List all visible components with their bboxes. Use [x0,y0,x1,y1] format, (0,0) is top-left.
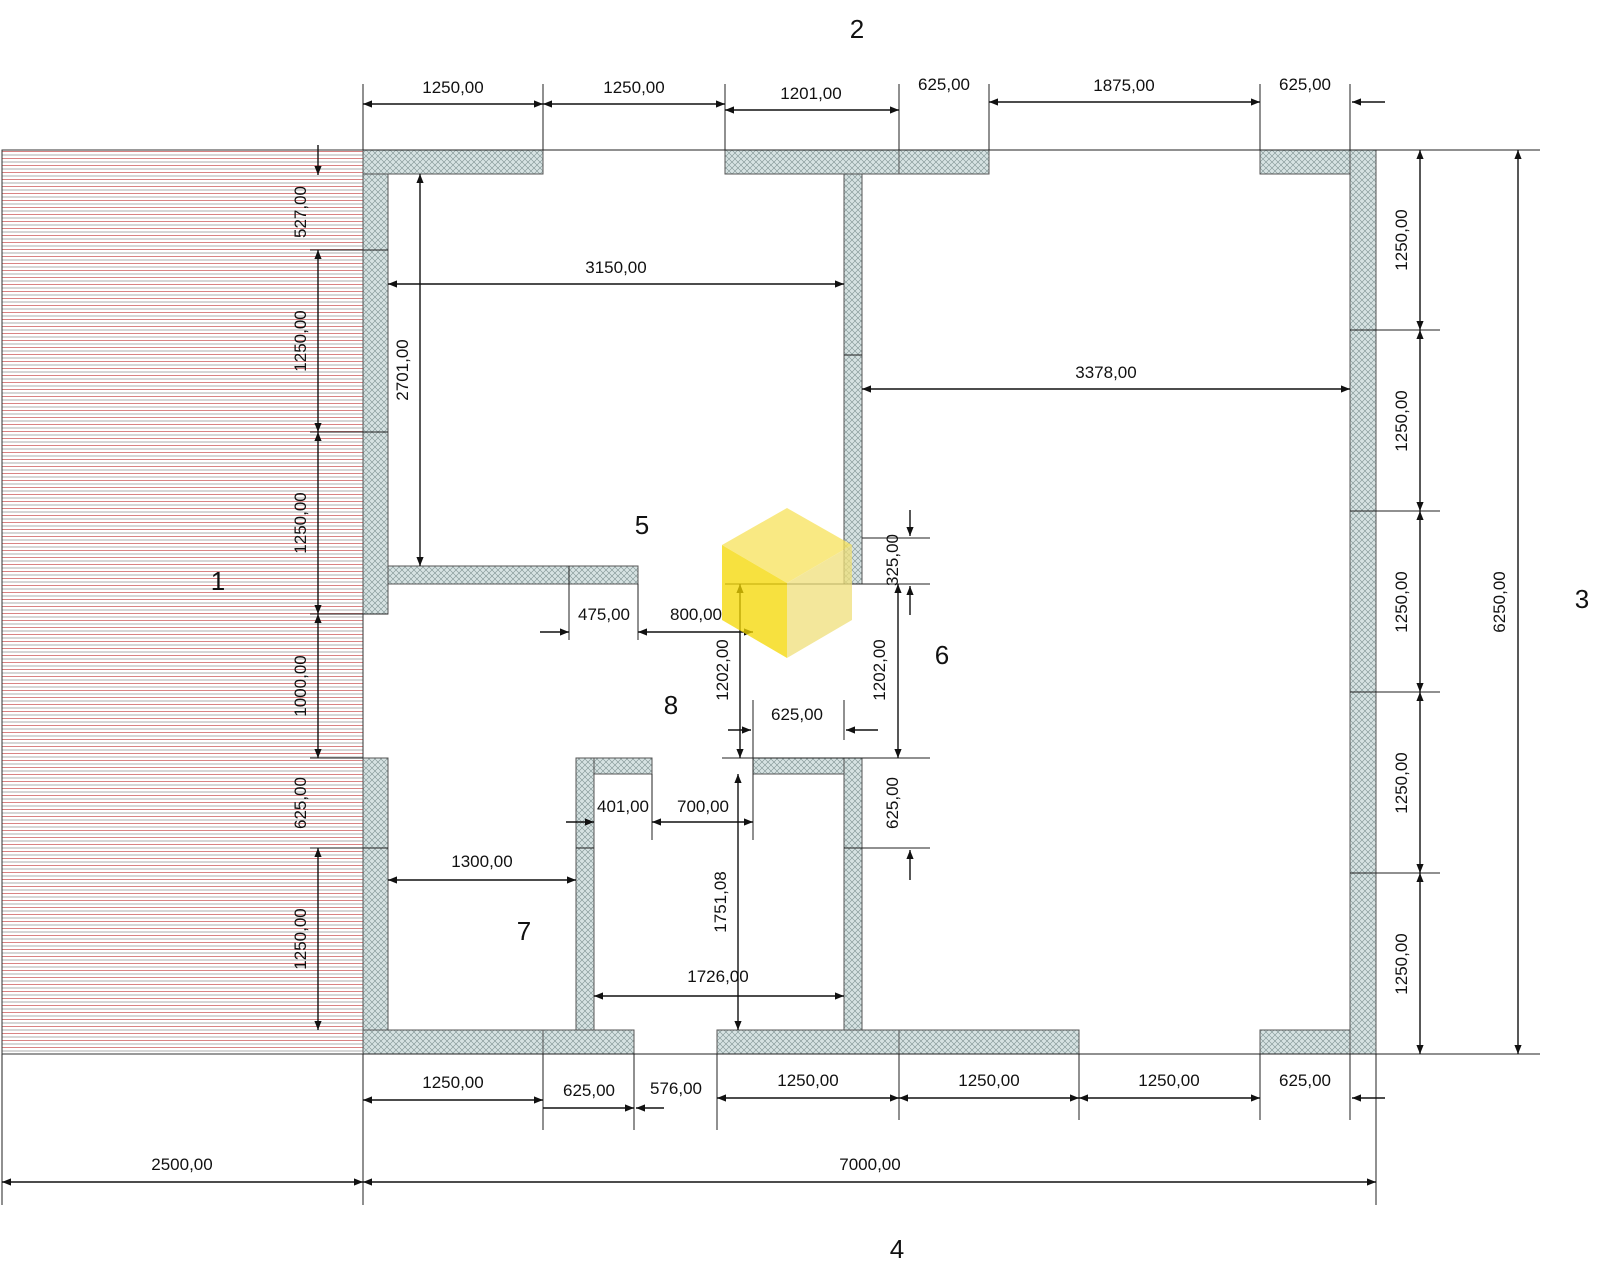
zone-label-7: 7 [517,916,531,946]
dim-left-5: 625,00 [291,777,310,829]
dim-top-5: 1875,00 [1093,76,1154,95]
dim-right-3: 1250,00 [1392,571,1411,632]
dimension-lines [2,98,1522,1186]
dim-right-5: 1250,00 [1392,933,1411,994]
dim-left-2: 1250,00 [291,310,310,371]
wall-bottom-1 [362,1029,544,1055]
dim-700: 700,00 [677,797,729,816]
wall-int-stub-6 [752,757,845,775]
dim-right-1: 1250,00 [1392,209,1411,270]
zone-label-2: 2 [850,14,864,44]
dim-labels-left: 527,00 1250,00 1250,00 1000,00 625,00 12… [291,186,310,970]
dim-bottom-2: 625,00 [563,1081,615,1100]
dim-1202-right: 1202,00 [870,639,889,700]
zone-label-8: 8 [664,690,678,720]
wall-left-bottom [362,757,389,1031]
dim-bottom-6: 1250,00 [1138,1071,1199,1090]
walls [362,149,1377,1055]
dim-top-4: 625,00 [918,75,970,94]
dim-bottom-7: 625,00 [1279,1071,1331,1090]
dim-2701: 2701,00 [393,339,412,400]
dim-bottom-3: 576,00 [650,1079,702,1098]
wall-top-4 [1259,149,1351,175]
dim-401: 401,00 [597,797,649,816]
dim-top-6: 625,00 [1279,75,1331,94]
zone-label-6: 6 [935,640,949,670]
dim-625-vertical: 625,00 [883,777,902,829]
zone-labels: 1 2 3 4 5 6 7 8 [211,14,1589,1264]
wall-bottom-5 [1259,1029,1351,1055]
dim-right-total: 6250,00 [1490,571,1509,632]
dim-1202-left: 1202,00 [713,639,732,700]
dim-left-6: 1250,00 [291,908,310,969]
dim-top-3: 1201,00 [780,84,841,103]
dim-3150: 3150,00 [585,258,646,277]
dim-left-1: 527,00 [291,186,310,238]
dim-top-2: 1250,00 [603,78,664,97]
dim-right-4: 1250,00 [1392,752,1411,813]
dim-labels-right: 1250,00 1250,00 1250,00 1250,00 1250,00 … [1392,209,1509,994]
wall-top-3 [898,149,990,175]
dim-1300: 1300,00 [451,852,512,871]
dim-total-terrace: 2500,00 [151,1155,212,1174]
zone-label-1: 1 [211,566,225,596]
dim-right-2: 1250,00 [1392,390,1411,451]
dim-bottom-5: 1250,00 [958,1071,1019,1090]
dim-800: 800,00 [670,605,722,624]
wall-int-stub-7 [593,757,653,775]
terrace-hatch [1,149,364,1055]
dim-bottom-4: 1250,00 [777,1071,838,1090]
dim-625-mid: 625,00 [771,705,823,724]
dim-labels-bottom: 1250,00 625,00 576,00 1250,00 1250,00 12… [151,1071,1331,1174]
wall-bottom-3 [716,1029,900,1055]
dim-1726: 1726,00 [687,967,748,986]
yellow-cube-logo-icon [722,508,852,658]
dim-bottom-1: 1250,00 [422,1073,483,1092]
dim-1751: 1751,08 [711,871,730,932]
dim-labels-top: 1250,00 1250,00 1201,00 625,00 1875,00 6… [422,75,1331,103]
wall-int-vertical-7 [575,757,595,1031]
wall-top-1 [362,149,544,175]
dim-3378: 3378,00 [1075,363,1136,382]
wall-int-vertical-bottom [843,757,863,1031]
zone-label-4: 4 [890,1234,904,1264]
dim-325: 325,00 [883,534,902,586]
wall-bottom-2 [542,1029,635,1055]
wall-top-2 [724,149,900,175]
dim-left-4: 1000,00 [291,655,310,716]
wall-right [1349,149,1377,1055]
dim-total-house: 7000,00 [839,1155,900,1174]
dim-labels-interior: 3150,00 2701,00 3378,00 475,00 800,00 32… [393,258,1137,986]
wall-bottom-4 [898,1029,1080,1055]
wall-int-horizontal-5 [387,565,639,585]
dim-475: 475,00 [578,605,630,624]
dim-left-3: 1250,00 [291,492,310,553]
dim-top-1: 1250,00 [422,78,483,97]
wall-left-top [362,173,389,615]
zone-label-3: 3 [1575,584,1589,614]
zone-label-5: 5 [635,510,649,540]
